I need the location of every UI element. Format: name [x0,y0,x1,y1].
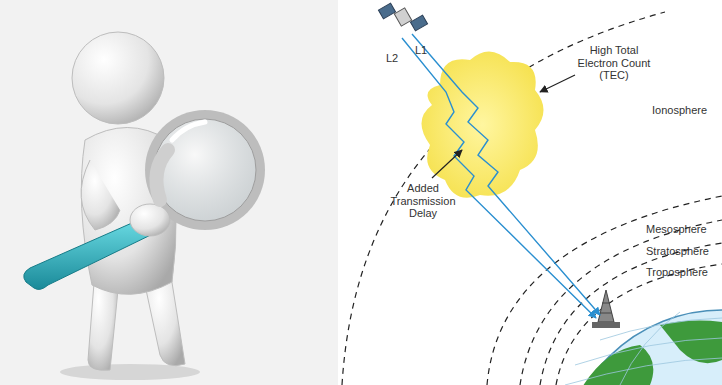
figure [24,32,265,380]
earth [562,290,722,385]
layer-name: Stratosphere [646,245,709,258]
layer-name: Troposphere [646,266,708,279]
tec-cloud [421,51,543,197]
layer-name: Mesosphere [646,223,707,236]
callout-text: High Total Electron Count (TEC) [572,44,656,82]
signal-name: L2 [386,52,398,65]
layer-name: Ionosphere [652,104,707,117]
signal-name: L1 [415,44,427,57]
satellite [378,3,427,31]
leader-arrow [432,150,462,178]
callout-text: Added Transmission Delay [383,182,463,220]
signal-paths [402,34,600,318]
atmosphere-layers [342,12,722,385]
panel-ground [338,0,722,385]
leader-arrow [540,75,575,92]
